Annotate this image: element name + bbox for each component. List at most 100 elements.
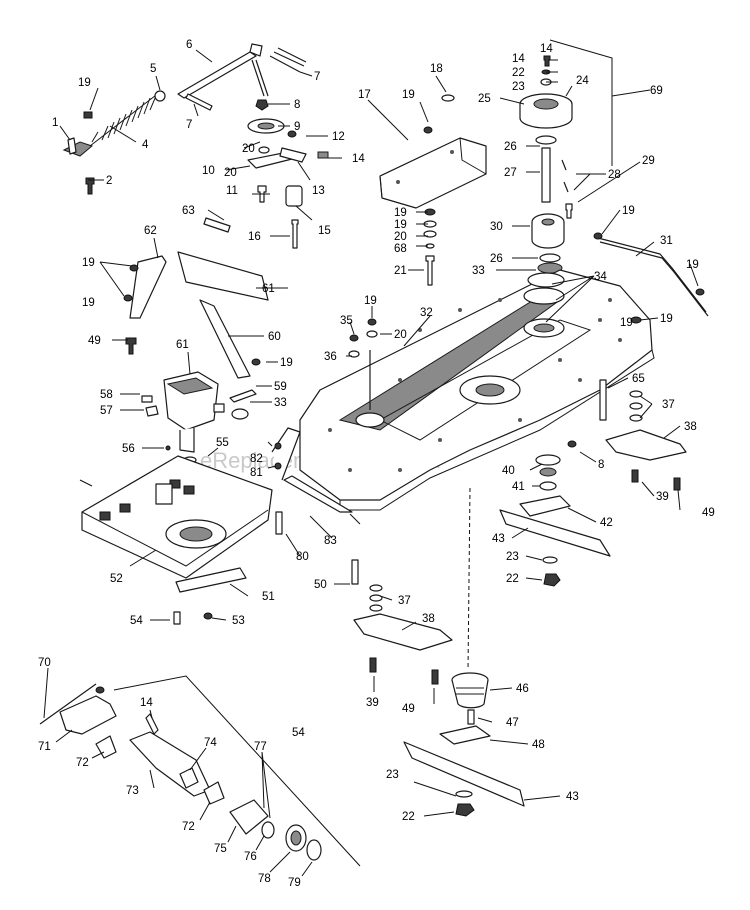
bolt-part-16 bbox=[291, 219, 299, 249]
callout-40: 40 bbox=[502, 465, 515, 477]
extension-spring-part bbox=[89, 91, 161, 147]
callout-33b: 33 bbox=[472, 265, 485, 277]
callout-19f: 19 bbox=[280, 357, 293, 369]
callout-72b: 72 bbox=[182, 821, 195, 833]
clip-part-76 bbox=[261, 821, 275, 839]
gearbox-part bbox=[163, 371, 225, 453]
idler-arm-tab-part bbox=[249, 43, 263, 57]
group-bracket-54 bbox=[113, 675, 361, 867]
callout-25: 25 bbox=[478, 93, 491, 105]
bolt-part-80 bbox=[275, 511, 283, 535]
bolt-part-49a bbox=[125, 337, 137, 355]
callout-36: 36 bbox=[324, 351, 337, 363]
skid-part-left bbox=[353, 613, 453, 651]
bolt-part-59 bbox=[229, 389, 257, 403]
spindle-housing-part bbox=[531, 213, 565, 249]
callout-68: 68 bbox=[394, 243, 407, 255]
callout-19i: 19 bbox=[686, 259, 699, 271]
callout-30: 30 bbox=[490, 221, 503, 233]
idler-arm-part bbox=[251, 59, 269, 97]
cross-part-72b bbox=[203, 781, 225, 805]
yoke-part-75 bbox=[229, 799, 269, 835]
callout-46: 46 bbox=[516, 683, 529, 695]
mower-deck-housing-part bbox=[299, 269, 655, 511]
callout-19g: 19 bbox=[364, 295, 377, 307]
callout-4: 4 bbox=[142, 139, 149, 151]
callout-78: 78 bbox=[258, 873, 271, 885]
idler-bracket-part bbox=[62, 137, 94, 157]
callout-14b: 14 bbox=[512, 53, 525, 65]
callout-33a: 33 bbox=[274, 397, 287, 409]
washer-part bbox=[154, 90, 166, 102]
callout-26a: 26 bbox=[504, 141, 517, 153]
callout-16: 16 bbox=[248, 231, 261, 243]
callout-38a: 38 bbox=[684, 421, 697, 433]
callout-82: 82 bbox=[250, 453, 263, 465]
callout-47: 47 bbox=[506, 717, 519, 729]
callout-80: 80 bbox=[296, 551, 309, 563]
callout-1: 1 bbox=[52, 117, 58, 129]
callout-70: 70 bbox=[38, 657, 51, 669]
callout-73: 73 bbox=[126, 785, 139, 797]
callout-75: 75 bbox=[214, 843, 227, 855]
grease-fitting-part bbox=[565, 203, 573, 219]
callout-72a: 72 bbox=[76, 757, 89, 769]
callout-49c: 49 bbox=[402, 703, 415, 715]
callout-31: 31 bbox=[660, 235, 673, 247]
callout-37b: 37 bbox=[398, 595, 411, 607]
belt-guide-part bbox=[279, 147, 307, 163]
blade-part-right bbox=[499, 509, 611, 557]
callout-19a: 19 bbox=[402, 89, 415, 101]
callout-14d: 14 bbox=[540, 43, 553, 55]
callout-20a: 20 bbox=[394, 231, 407, 243]
callout-42: 42 bbox=[600, 517, 613, 529]
bolt-part-70 bbox=[39, 683, 97, 725]
callout-52: 52 bbox=[110, 573, 123, 585]
belt-cover-part bbox=[379, 137, 487, 209]
callout-34: 34 bbox=[594, 271, 607, 283]
callout-29: 29 bbox=[642, 155, 655, 167]
callout-19l: 19 bbox=[82, 297, 95, 309]
callout-35: 35 bbox=[340, 315, 353, 327]
rod-part-83 bbox=[283, 475, 353, 513]
callout-43a: 43 bbox=[492, 533, 505, 545]
callout-37a: 37 bbox=[662, 399, 675, 411]
callout-43b: 43 bbox=[566, 791, 579, 803]
baffle-part-51 bbox=[175, 567, 247, 593]
bolt-part-14 bbox=[543, 55, 551, 67]
callout-60: 60 bbox=[268, 331, 281, 343]
support-arm-part bbox=[199, 299, 251, 379]
bolt-part-21 bbox=[425, 255, 435, 286]
callout-61a: 61 bbox=[262, 283, 275, 295]
bolt-part-49 bbox=[673, 477, 681, 491]
callout-19d: 19 bbox=[394, 219, 407, 231]
callout-32: 32 bbox=[420, 307, 433, 319]
callout-54b: 54 bbox=[292, 727, 305, 739]
callout-22b: 22 bbox=[506, 573, 519, 585]
callout-39b: 39 bbox=[366, 697, 379, 709]
callout-18: 18 bbox=[430, 63, 443, 75]
bolt-part-39 bbox=[631, 469, 639, 483]
nut-part bbox=[83, 111, 93, 119]
bolt-part-63 bbox=[203, 217, 231, 233]
callout-56: 56 bbox=[122, 443, 135, 455]
callout-28: 28 bbox=[608, 169, 621, 181]
set-screw-part bbox=[317, 151, 329, 159]
callout-58: 58 bbox=[100, 389, 113, 401]
callout-8b: 8 bbox=[598, 459, 604, 471]
callout-49b: 49 bbox=[702, 507, 715, 519]
callout-65: 65 bbox=[632, 373, 645, 385]
bolt-part-50 bbox=[351, 559, 359, 585]
callout-23c: 23 bbox=[386, 769, 399, 781]
blade-adapter-plate-part bbox=[519, 495, 571, 517]
plug-part bbox=[441, 94, 455, 102]
nut-part-19a bbox=[423, 126, 433, 134]
callout-23b: 23 bbox=[506, 551, 519, 563]
callout-19e: 19 bbox=[82, 257, 95, 269]
callout-57: 57 bbox=[100, 405, 113, 417]
callout-22c: 22 bbox=[402, 811, 415, 823]
blade-part-lower bbox=[403, 741, 525, 807]
callout-19k: 19 bbox=[620, 317, 633, 329]
spindle-shaft-part bbox=[541, 147, 551, 203]
callout-7b: 7 bbox=[186, 119, 192, 131]
